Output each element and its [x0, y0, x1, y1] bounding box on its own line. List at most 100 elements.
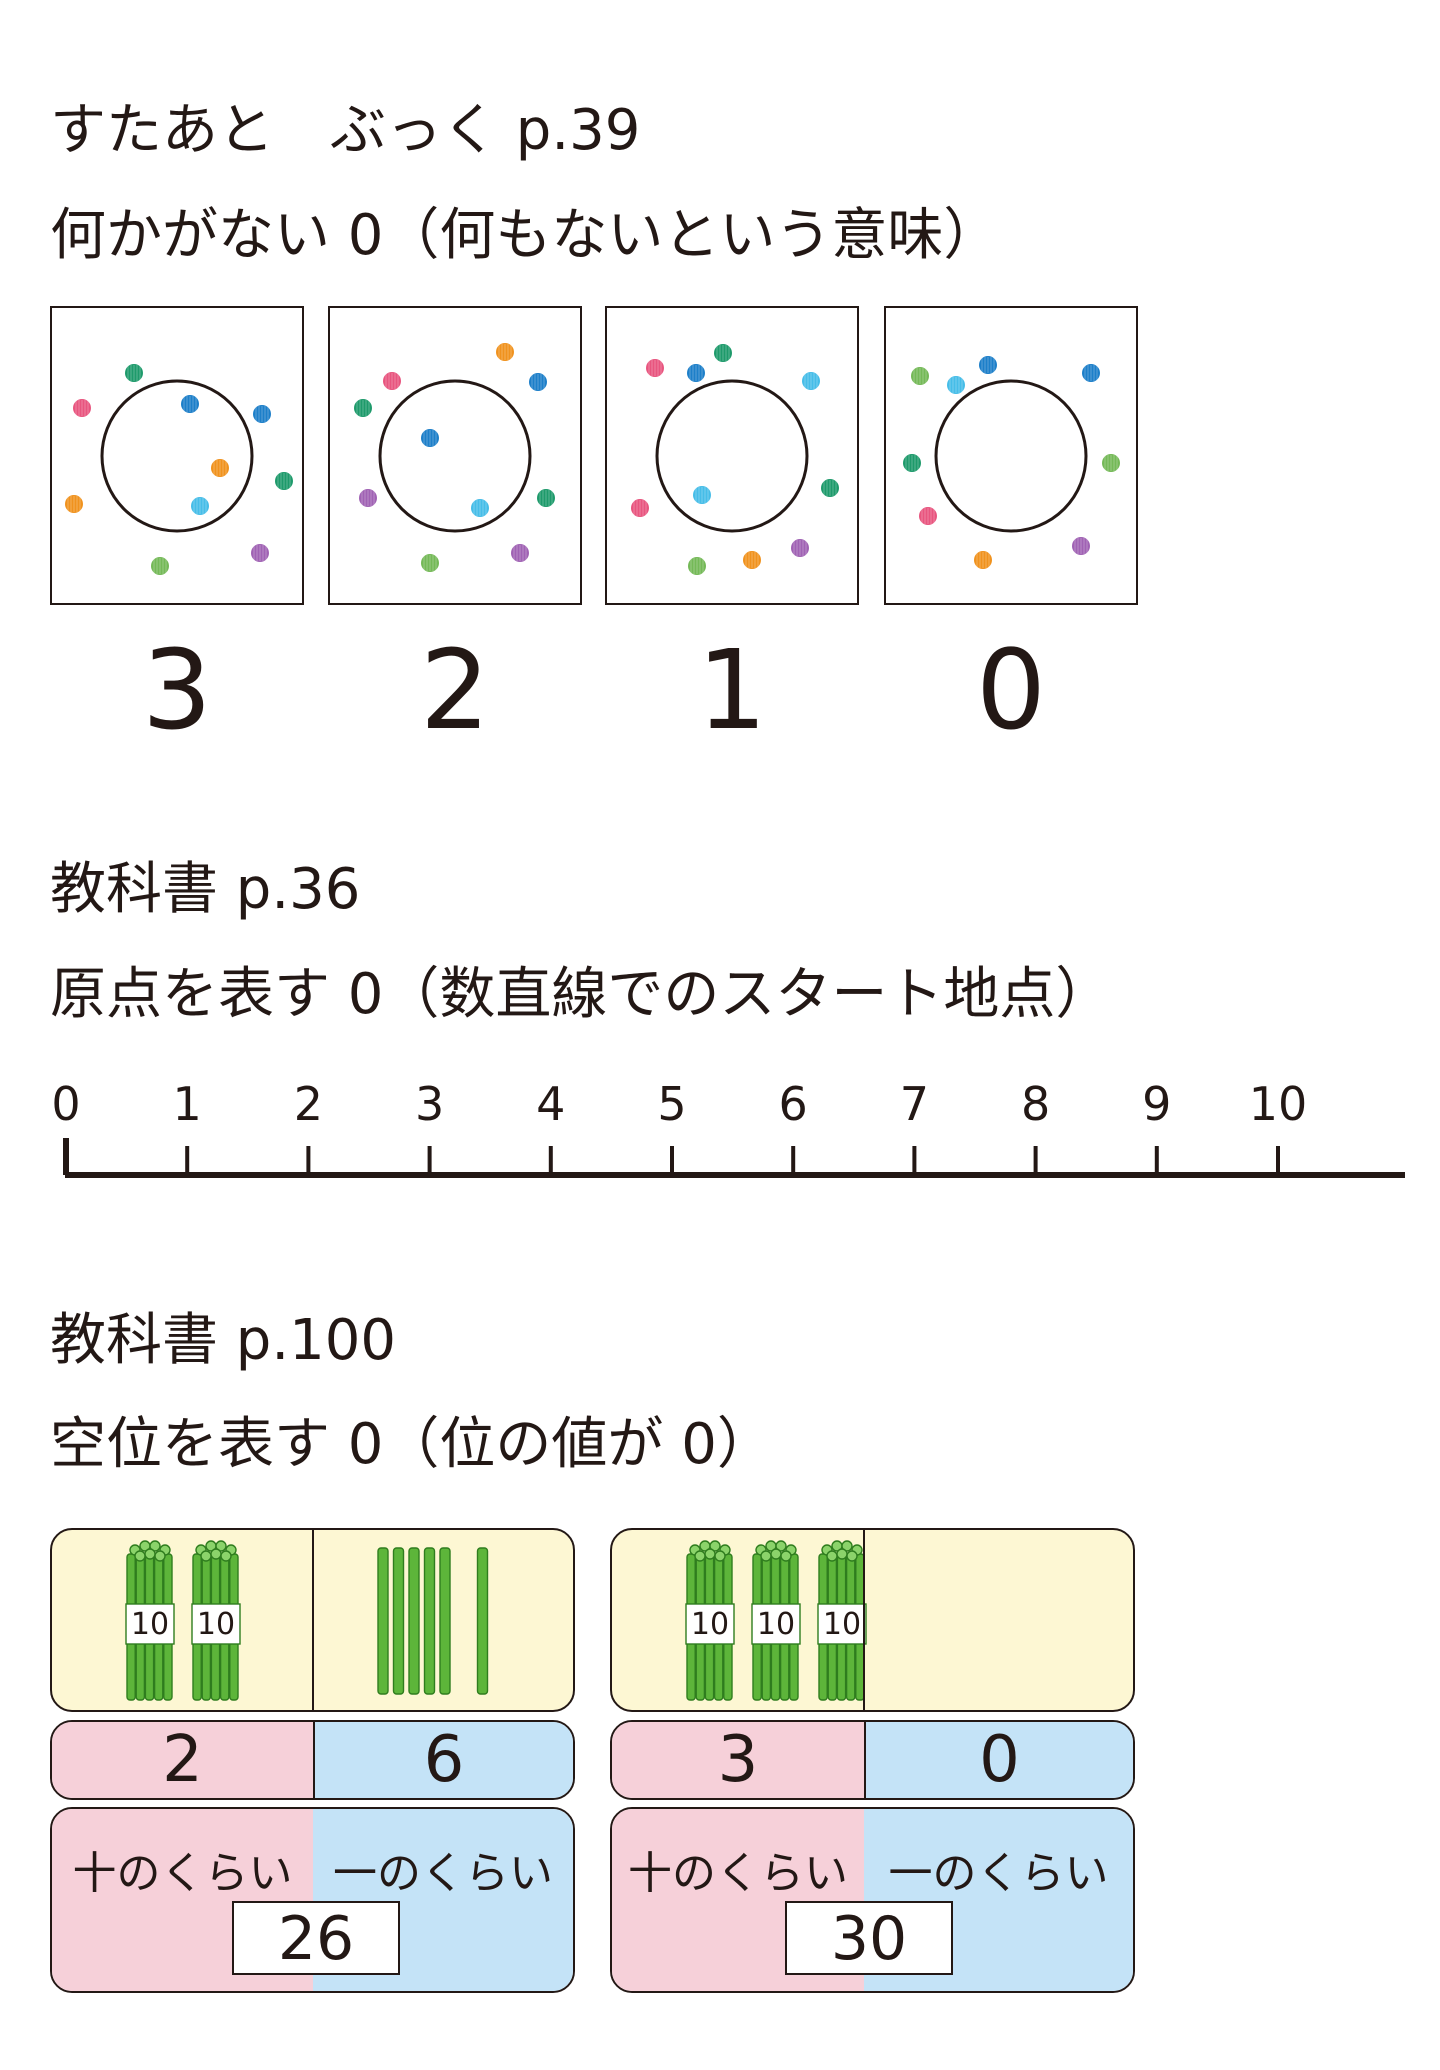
- ones-digit: 6: [313, 1722, 573, 1798]
- section3-title: 教科書 p.100: [50, 1308, 397, 1373]
- dot: [151, 557, 169, 575]
- dot: [791, 539, 809, 557]
- tens-bundles: 10 10 10: [685, 1540, 867, 1701]
- digit-row: 2 6: [50, 1720, 575, 1800]
- dot: [1082, 364, 1100, 382]
- section3-subtitle: 空位を表す 0（位の値が 0）: [50, 1412, 773, 1477]
- tens-bundles: 10 10: [125, 1540, 241, 1701]
- card-number-2: 2: [420, 626, 490, 754]
- dot: [125, 364, 143, 382]
- dot: [65, 495, 83, 513]
- ones-place-label: 一のくらい: [888, 1848, 1109, 1899]
- dot: [421, 429, 439, 447]
- tick-label: 7: [900, 1080, 929, 1131]
- place-label-row: 十のくらい 一のくらい 26: [50, 1807, 575, 1993]
- single-stick: [439, 1547, 451, 1695]
- section2-title: 教科書 p.36: [50, 857, 361, 922]
- dot: [979, 356, 997, 374]
- single-stick: [377, 1547, 389, 1695]
- dot: [253, 405, 271, 423]
- dot: [714, 344, 732, 362]
- dot: [471, 499, 489, 517]
- dot: [191, 497, 209, 515]
- dot: [911, 367, 929, 385]
- dot: [802, 372, 820, 390]
- tens-digit: 2: [52, 1722, 313, 1798]
- card-number-3: 1: [697, 626, 767, 754]
- single-stick: [476, 1547, 489, 1695]
- dot: [537, 489, 555, 507]
- tens-place-label: 十のくらい: [72, 1848, 293, 1899]
- dot: [919, 507, 937, 525]
- total-number: 30: [785, 1901, 953, 1975]
- card-number-1: 3: [142, 626, 212, 754]
- svg-text:10: 10: [757, 1607, 795, 1642]
- dot: [903, 454, 921, 472]
- tick-label: 4: [536, 1080, 565, 1131]
- tick-label: 3: [415, 1080, 444, 1131]
- dot: [529, 373, 547, 391]
- dot: [211, 459, 229, 477]
- circle-outline: [378, 379, 532, 533]
- dot: [359, 489, 377, 507]
- dot: [1102, 454, 1120, 472]
- dot: [511, 544, 529, 562]
- dot-card-3: [605, 306, 859, 605]
- tick-label: 6: [779, 1080, 808, 1131]
- ten-stick-bundle: 10: [685, 1540, 735, 1701]
- dot: [688, 557, 706, 575]
- ones-sticks: [377, 1547, 489, 1695]
- dot: [181, 395, 199, 413]
- dot: [1072, 537, 1090, 555]
- tick-label: 2: [294, 1080, 323, 1131]
- counting-area: 10 10: [50, 1528, 575, 1712]
- ten-stick-bundle: 10: [191, 1540, 241, 1701]
- single-stick: [408, 1547, 420, 1695]
- ten-stick-bundle: 10: [751, 1540, 801, 1701]
- tick-label: 1: [173, 1080, 202, 1131]
- number-line: 0 1 2 3 4 5 6 7 8 9 10: [51, 1080, 1405, 1178]
- section1-title: すたあと ぶっく p.39: [50, 98, 641, 163]
- ten-stick-bundle: 10: [817, 1540, 867, 1701]
- counting-area: 10 10 10: [610, 1528, 1135, 1712]
- tens-place-label: 十のくらい: [628, 1848, 848, 1899]
- single-stick: [423, 1547, 436, 1695]
- dot: [251, 544, 269, 562]
- tick-label: 5: [657, 1080, 686, 1131]
- dot: [693, 486, 711, 504]
- svg-text:10: 10: [691, 1607, 729, 1642]
- digit-row: 3 0: [610, 1720, 1135, 1800]
- ones-sticks: [865, 1530, 1125, 1710]
- svg-text:10: 10: [131, 1607, 169, 1642]
- dot: [974, 551, 992, 569]
- dot: [646, 359, 664, 377]
- dot: [421, 554, 439, 572]
- tick-label: 10: [1249, 1080, 1308, 1131]
- section1-subtitle: 何かがない 0（何もないという意味）: [50, 203, 1000, 268]
- dot: [687, 364, 705, 382]
- dot: [947, 376, 965, 394]
- tick-label: 0: [51, 1080, 80, 1131]
- ten-stick-bundle: 10: [125, 1540, 175, 1701]
- dot-card-2: [328, 306, 582, 605]
- dot-card-4: [884, 306, 1138, 605]
- tick-label: 8: [1021, 1080, 1050, 1131]
- tick-label: 9: [1142, 1080, 1171, 1131]
- ones-digit: 0: [864, 1722, 1133, 1798]
- dot: [383, 372, 401, 390]
- circle-outline: [934, 379, 1088, 533]
- svg-text:10: 10: [823, 1607, 861, 1642]
- dot: [631, 499, 649, 517]
- dot: [743, 551, 761, 569]
- place-label-row: 十のくらい 一のくらい 30: [610, 1807, 1135, 1993]
- svg-text:10: 10: [197, 1607, 235, 1642]
- circle-outline: [655, 379, 809, 533]
- single-stick: [392, 1547, 405, 1695]
- dot: [821, 479, 839, 497]
- total-number: 26: [232, 1901, 400, 1975]
- dot: [73, 399, 91, 417]
- card-number-4: 0: [976, 626, 1046, 754]
- dot: [275, 472, 293, 490]
- tens-digit: 3: [612, 1722, 864, 1798]
- ones-place-label: 一のくらい: [333, 1848, 553, 1899]
